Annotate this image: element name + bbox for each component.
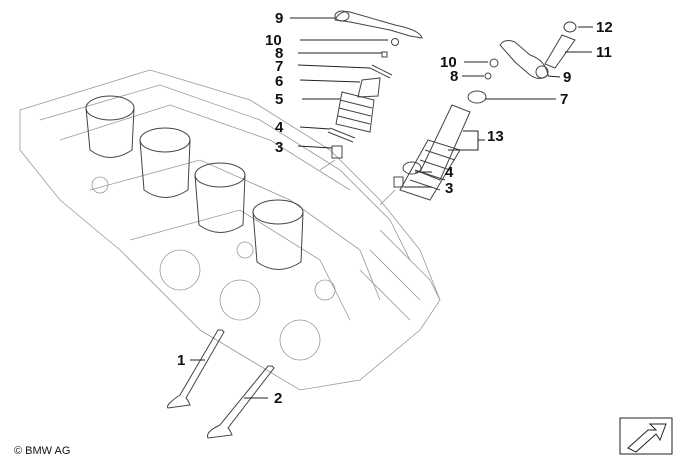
label-8: 8 [275, 45, 284, 62]
label-9-right: 9 [563, 69, 572, 86]
label-3-right: 3 [445, 180, 454, 197]
label-2: 2 [274, 390, 283, 407]
label-9: 9 [275, 10, 284, 27]
orientation-arrow-icon [619, 417, 673, 455]
valves [167, 329, 275, 439]
label-4: 4 [275, 119, 284, 136]
label-10-right: 10 [440, 54, 457, 71]
label-4-right: 4 [445, 164, 454, 181]
valve-train-left [319, 10, 423, 171]
label-3: 3 [275, 139, 284, 156]
cylinder-head [19, 69, 441, 391]
label-7: 7 [275, 58, 284, 75]
valve-train-right [379, 21, 577, 206]
copyright-notice: © BMW AG [14, 445, 71, 457]
label-10: 10 [265, 32, 282, 49]
leader-lines [190, 17, 593, 399]
label-11: 11 [596, 44, 612, 61]
label-1: 1 [177, 352, 186, 369]
label-12: 12 [596, 19, 613, 36]
label-8-right: 8 [450, 68, 459, 85]
label-6: 6 [275, 73, 284, 90]
label-7-right: 7 [560, 91, 569, 108]
label-13: 13 [487, 128, 504, 145]
label-5: 5 [275, 91, 284, 108]
